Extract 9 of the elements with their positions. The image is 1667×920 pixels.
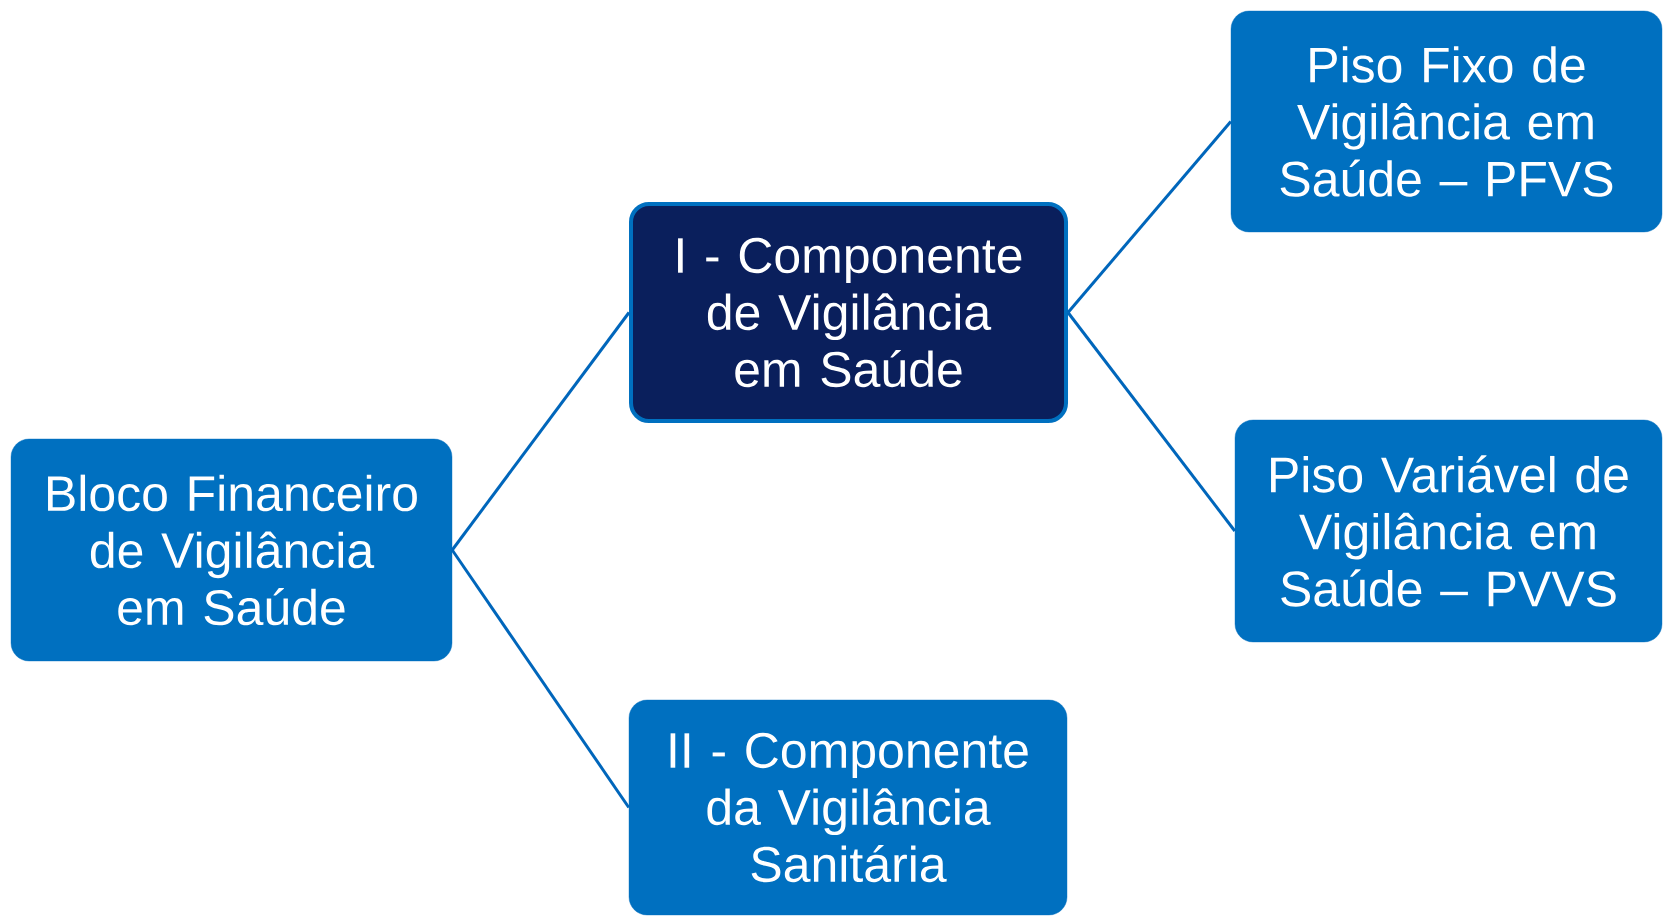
rounded-box: Piso Fixo de Vigilância em Saúde – PFVS [1230,10,1663,233]
connector-line [1066,311,1236,532]
highlighted-box: I - Componente de Vigilância em Saúde [629,202,1068,423]
connector-line [450,549,631,809]
connector-line [1066,120,1232,314]
rounded-box: Bloco Financeiro de Vigilância em Saúde [10,438,453,662]
rounded-box: II - Componente da Vigilância Sanitária [628,699,1068,916]
rounded-box: Piso Variável de Vigilância em Saúde – PVVS [1234,419,1663,643]
connector-line [451,311,631,551]
